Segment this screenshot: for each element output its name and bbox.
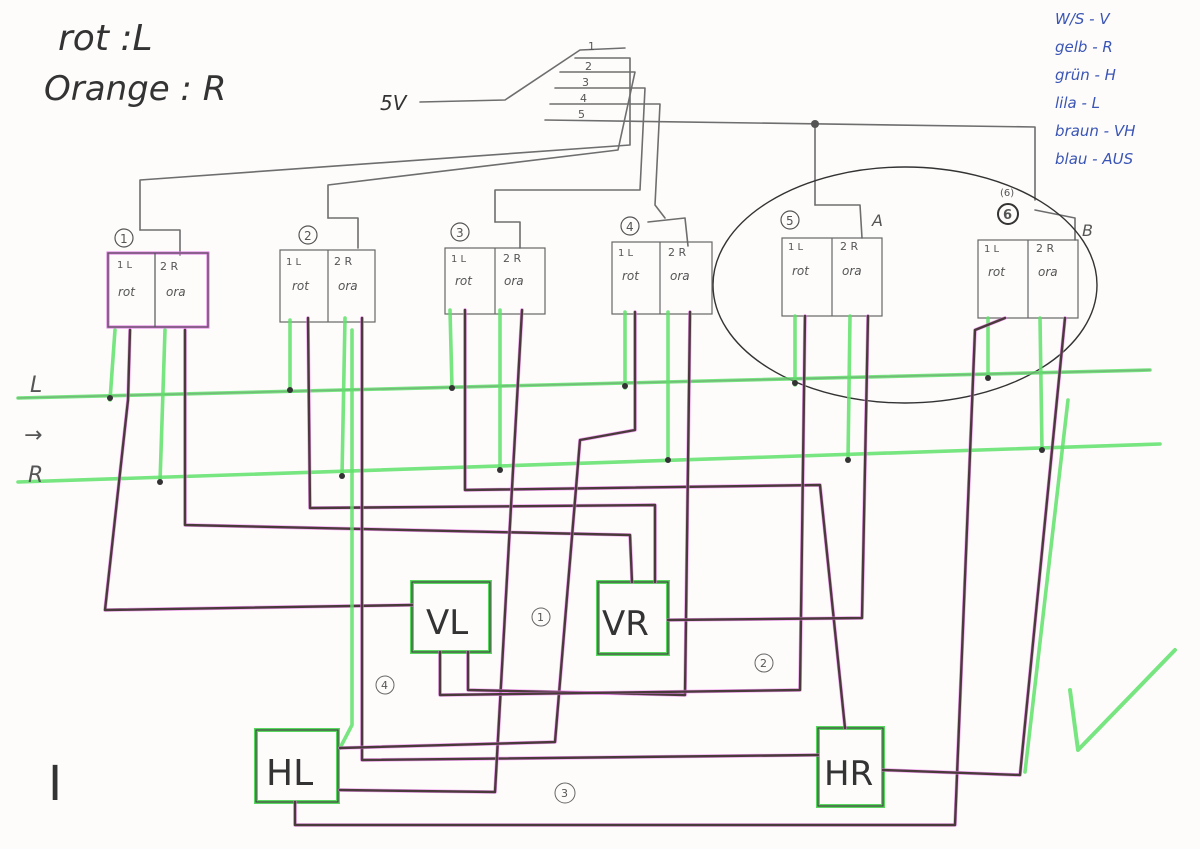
note-orange: Orange : R [44,69,226,109]
circuit-mark: 2 [760,657,767,670]
bus-left-label: L [30,373,42,398]
note-rot: rot :L [58,18,153,59]
legend-item: braun - VH [1055,122,1135,140]
switch-number: 6 [1003,208,1012,223]
bus-right-label: R [28,463,43,488]
legend-item: grün - H [1055,66,1116,84]
switch-left-color: rot [118,285,136,299]
switch-right-label: 2 R [160,260,178,273]
group-circle [712,166,1098,404]
switch-right-label: 2 R [840,240,858,253]
connector-pins: 1 2 3 4 5 [578,40,595,121]
pin-label: 3 [582,76,589,89]
check-mark-icon [1068,648,1177,752]
supply-harness [139,47,1076,256]
switch-left-color: rot [455,274,473,288]
bus-arrow: → [24,423,42,448]
legend-item: lila - L [1055,94,1100,112]
switch-left-label: 1 L [788,242,804,253]
switch-labels: 1 1 L 2 R rot ora 2 1 L 2 R rot ora 3 1 … [114,188,1093,299]
switch-number: 4 [626,220,634,234]
switch-right-color: ora [670,269,690,283]
switch-right-color: ora [842,264,862,278]
lamp-vr: VR [602,604,649,644]
switch-boxes [106,237,1079,329]
switch-left-color: rot [622,269,640,283]
lamp-hl: HL [266,753,313,794]
switch-right-label: 2 R [334,255,352,268]
circuit-mark: 3 [561,787,568,800]
legend-item: blau - AUS [1055,150,1134,168]
circuit-mark: 1 [537,611,544,624]
legend-item: W/S - V [1055,10,1111,28]
circuit-marks: 1 2 3 4 [375,607,774,804]
switch-left-label: 1 L [618,248,634,259]
switch-left-label: 1 L [984,244,1000,255]
switch-right-label: 2 R [1036,242,1054,255]
switch-number: 2 [304,229,312,243]
lamp-boxes [254,580,885,808]
switch-tag: A [871,211,883,230]
circuit-mark: 4 [381,679,388,692]
supply-label: 5V [380,91,408,115]
switch-right-color: ora [1038,265,1058,279]
legend-item: gelb - R [1055,38,1113,56]
switch-number: 1 [120,232,128,246]
bus-right [16,442,1162,484]
switch-left-color: rot [792,264,810,278]
switch-left-label: 1 L [451,254,467,265]
color-legend: W/S - V gelb - R grün - H lila - L braun… [1055,10,1135,168]
switch-right-color: ora [166,285,186,299]
switch-number: 5 [786,214,794,228]
pin-label: 1 [588,40,595,53]
switch-right-color: ora [338,279,358,293]
switch-left-color: rot [988,265,1006,279]
lamp-hr: HR [824,754,873,794]
pin-label: 2 [585,60,592,73]
page-number: I [48,756,62,812]
pin-label: 5 [578,108,585,121]
switch-left-label: 1 L [286,257,302,268]
switch-left-label: 1 L [117,260,133,271]
switch-tag: B [1082,221,1093,240]
switch-alt-number: (6) [1000,188,1014,199]
wiring [103,308,1070,827]
switch-right-label: 2 R [503,252,521,265]
pin-label: 4 [580,92,587,105]
lamp-vl: VL [426,603,468,643]
switch-number: 3 [456,226,464,240]
bus-left [16,368,1152,400]
switch-left-color: rot [292,279,310,293]
switch-right-color: ora [504,274,524,288]
switch-right-label: 2 R [668,246,686,259]
